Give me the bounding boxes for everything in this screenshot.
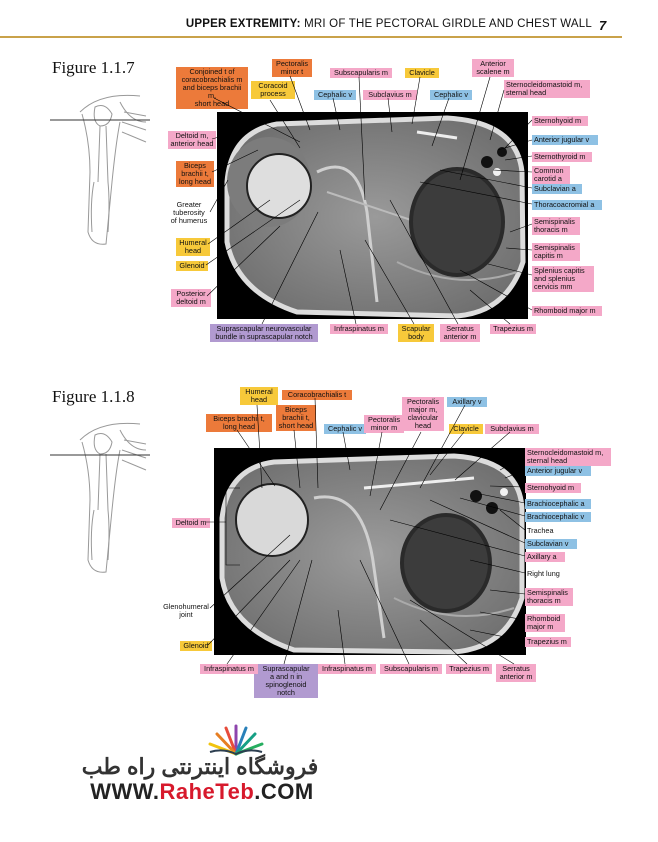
label-rhomboid-major-m: Rhomboid major m <box>532 306 602 316</box>
label-axillary-a: Axillary a <box>525 552 565 562</box>
label-serratus-anterior-m: Serratus anterior m <box>440 324 480 342</box>
label-glenoid: Glenoid <box>180 641 212 651</box>
label-coracobrachialis-t: Coracobrachialis t <box>282 390 352 400</box>
label-deltoid-anterior-head: Deltoid m, anterior head <box>168 131 216 149</box>
website-brand: RaheTeb <box>159 779 255 804</box>
label-subclavian-v: Subclavian v <box>525 539 577 549</box>
website-url[interactable]: WWW.RaheTeb.COM <box>82 779 322 805</box>
mri-scan-figure-2 <box>214 448 526 655</box>
label-serratus-anterior-m: Serratus anterior m <box>496 664 536 682</box>
label-sternohyoid-m: Sternohyoid m <box>532 116 588 126</box>
label-subscapularis-m: Subscapularis m <box>380 664 442 674</box>
label-humeral-head: Humeral head <box>240 387 278 405</box>
page-number: 7 <box>599 18 607 33</box>
label-pectoralis-minor-m: Pectoralis minor m <box>364 415 404 433</box>
label-clavicle: Clavicle <box>405 68 439 78</box>
label-semispinalis-thoracis-m: Semispinalis thoracis m <box>532 217 580 235</box>
label-rhomboid-major-m: Rhomboid major m <box>525 614 565 632</box>
label-biceps-short-head: Biceps brachii t, short head <box>276 405 316 431</box>
label-coracoid-process: Coracoid process <box>251 81 295 99</box>
rahe-teb-logo <box>206 722 266 758</box>
label-trapezius-m: Trapezius m <box>446 664 492 674</box>
label-scapular-body: Scapular body <box>398 324 434 342</box>
label-cephalic-v: Cephalic v <box>314 90 356 100</box>
header-rule <box>0 36 622 38</box>
label-biceps-long-head: Biceps brachii t, long head <box>176 161 214 187</box>
label-sternocleidomastoid: Sternocleidomastoid m, sternal head <box>525 448 611 466</box>
label-semispinalis-capitis-m: Semispinalis capitis m <box>532 243 580 261</box>
header-title-bold: UPPER EXTREMITY: <box>185 18 301 30</box>
label-sternohyoid-m: Sternohyoid m <box>525 483 581 493</box>
website-suffix: .COM <box>254 779 314 804</box>
label-infraspinatus-m: Infraspinatus m <box>200 664 258 674</box>
label-cephalic-v: Cephalic v <box>324 424 366 434</box>
label-subscapularis-m: Subscapularis m <box>330 68 392 78</box>
label-biceps-long-head: Biceps brachii t, long head <box>206 414 272 432</box>
label-brachiocephalic-v: Brachiocephalic v <box>525 512 591 522</box>
label-suprascapular-bundle: Suprascapular neurovascular bundle in su… <box>210 324 318 342</box>
arm-sketch-figure-2 <box>50 410 150 580</box>
label-deltoid-m: Deltoid m <box>172 518 210 528</box>
label-axillary-v: Axillary v <box>447 397 487 407</box>
running-header: UPPER EXTREMITY: MRI OF THE PECTORAL GIR… <box>0 12 622 38</box>
label-common-carotid-a: Common carotid a <box>532 166 570 184</box>
label-subclavius-m: Subclavius m <box>363 90 417 100</box>
label-trapezius-m: Trapezius m <box>490 324 536 334</box>
label-suprascapular-notch: Suprascapular a and n in spinoglenoid no… <box>254 664 318 698</box>
label-trapezius-m-right: Trapezius m <box>525 637 571 647</box>
website-prefix: WWW. <box>90 779 160 804</box>
label-pectoralis-major: Pectoralis major m, clavicular head <box>402 397 444 431</box>
label-posterior-deltoid-m: Posterior deltoid m <box>171 289 211 307</box>
figure-title: Figure 1.1.8 <box>52 387 135 406</box>
label-subclavius-m: Subclavius m <box>485 424 539 434</box>
label-anterior-jugular-v: Anterior jugular v <box>532 135 598 145</box>
header-title-rest: MRI OF THE PECTORAL GIRDLE AND CHEST WAL… <box>304 18 592 30</box>
label-pectoralis-minor-t: Pectoralis minor t <box>272 59 312 77</box>
label-trachea: Trachea <box>527 526 554 535</box>
label-anterior-jugular-v: Anterior jugular v <box>525 466 591 476</box>
persian-store-name: فروشگاه اینترنتی راه طب <box>81 754 319 779</box>
label-cephalic-v-2: Cephalic v <box>430 90 472 100</box>
label-infraspinatus-m-2: Infraspinatus m <box>318 664 376 674</box>
label-sternocleidomastoid: Sternocleidomastoid m, sternal head <box>504 80 590 98</box>
label-glenohumeral-joint: Glenohumeral joint <box>163 602 209 619</box>
header-title: UPPER EXTREMITY: MRI OF THE PECTORAL GIR… <box>186 18 592 30</box>
arm-sketch-figure-1 <box>50 82 150 252</box>
label-humeral-head: Humeral head <box>176 238 210 256</box>
label-thoracoacromial-a: Thoracoacromial a <box>532 200 602 210</box>
label-anterior-scalene-m: Anterior scalene m <box>472 59 514 77</box>
label-infraspinatus-m: Infraspinatus m <box>330 324 388 334</box>
mri-scan-figure-1 <box>217 112 528 319</box>
label-conjoined-tendon: Conjoined t of coracobrachialis m and bi… <box>176 67 248 109</box>
label-subclavian-a: Subclavian a <box>532 184 582 194</box>
label-splenius: Splenius capitis and splenius cervicis m… <box>532 266 594 292</box>
label-right-lung: Right lung <box>527 569 560 578</box>
label-semispinalis-thoracis-m: Semispinalis thoracis m <box>525 588 573 606</box>
figure-title: Figure 1.1.7 <box>52 58 135 77</box>
label-sternothyroid-m: Sternothyroid m <box>532 152 592 162</box>
label-clavicle: Clavicle <box>449 424 483 434</box>
label-greater-tuberosity: Greater tuberosity of humerus <box>170 200 208 225</box>
label-brachiocephalic-a: Brachiocephalic a <box>525 499 591 509</box>
label-glenoid: Glenoid <box>176 261 208 271</box>
